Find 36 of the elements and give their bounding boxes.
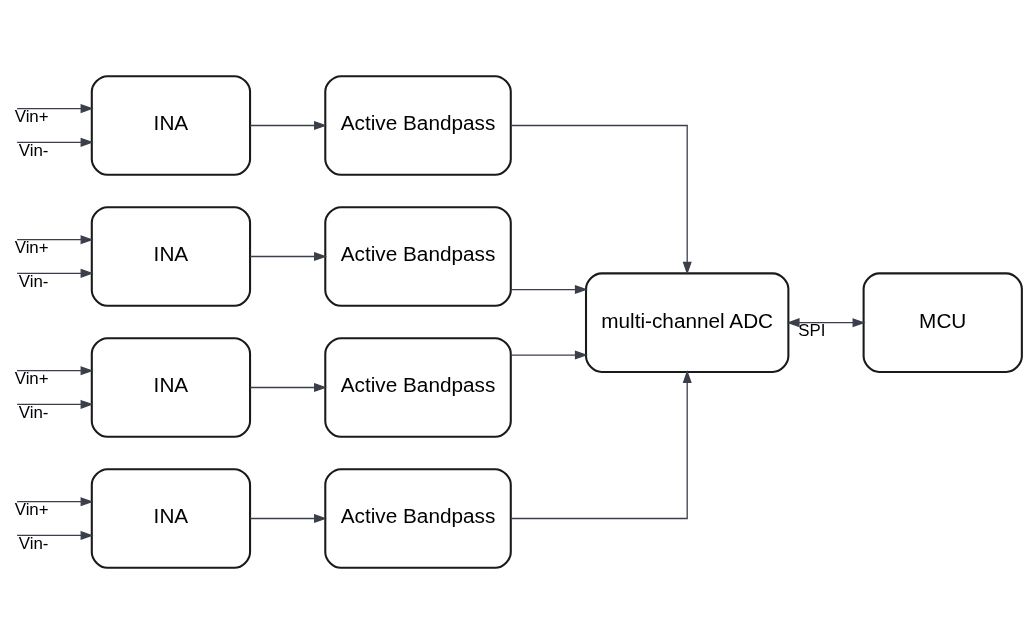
node-box: MCU xyxy=(862,272,1023,373)
edge-label: Vin- xyxy=(18,402,49,422)
arrow xyxy=(16,235,94,245)
arrow xyxy=(510,370,692,520)
arrow xyxy=(249,382,328,393)
node-box: Active Bandpass xyxy=(324,75,512,176)
arrow xyxy=(16,399,94,409)
arrow xyxy=(16,104,94,114)
edge-label: Vin+ xyxy=(14,500,49,520)
edge-label: Vin- xyxy=(18,533,49,553)
node-box: INA xyxy=(90,206,252,307)
edge-label: Vin+ xyxy=(14,238,49,258)
edge-label: Vin+ xyxy=(14,107,49,127)
node-box: Active Bandpass xyxy=(324,468,512,569)
node-box: INA xyxy=(90,75,252,176)
edge-label: SPI xyxy=(798,321,826,341)
node-box: Active Bandpass xyxy=(324,206,512,307)
arrow xyxy=(16,530,94,540)
edge-label: Vin+ xyxy=(14,369,49,389)
node-box: INA xyxy=(90,468,252,569)
arrow xyxy=(16,137,94,147)
arrow xyxy=(249,120,328,131)
node-box: Active Bandpass xyxy=(324,337,512,438)
arrow xyxy=(16,268,94,278)
arrow xyxy=(249,513,328,524)
arrow xyxy=(16,366,94,376)
arrow xyxy=(786,318,866,328)
edge-label: Vin- xyxy=(18,140,49,160)
arrow xyxy=(510,285,588,295)
node-box: multi-channel ADC xyxy=(585,272,790,373)
node-box: INA xyxy=(90,337,252,438)
edge-label: Vin- xyxy=(18,271,49,291)
arrow xyxy=(249,251,328,262)
arrow xyxy=(510,124,692,275)
arrow xyxy=(510,350,588,360)
arrow xyxy=(16,497,94,507)
